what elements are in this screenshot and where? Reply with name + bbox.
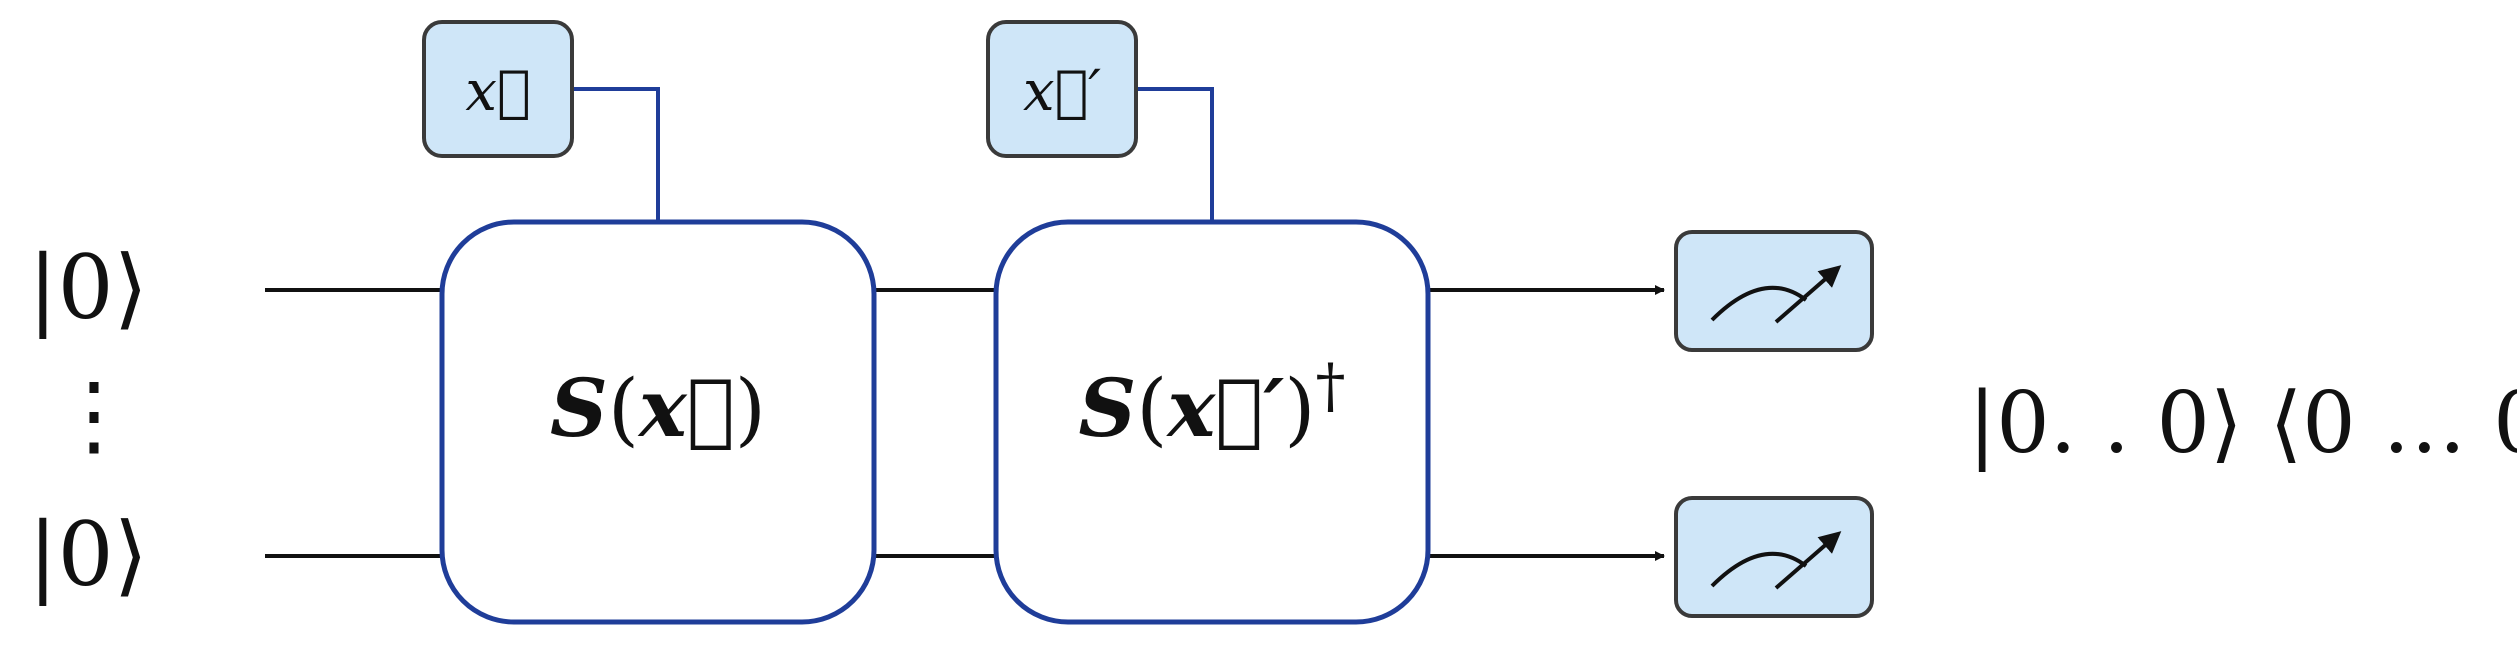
param-box-first (422, 20, 574, 158)
param-link-second (1133, 87, 1214, 222)
param-link-first (570, 87, 660, 222)
measurement-bottom (1674, 496, 1874, 618)
param-label-first: x⃗ (465, 59, 530, 124)
meter-icon (1710, 285, 1808, 322)
inverse-encoding-gate-label: S(x⃗′)† (1078, 351, 1345, 455)
meter-needle-icon (1774, 531, 1842, 590)
meter-needle-icon (1774, 265, 1842, 324)
input-state-bottom: |0⟩ (28, 503, 148, 606)
meter-icon (1710, 551, 1808, 588)
encoding-gate-label: S(x⃗) (550, 361, 766, 455)
projector-label: |0. . 0⟩ ⟨0 … 0| (1968, 374, 2517, 472)
encoding-gate (439, 219, 877, 625)
input-state-top: |0⟩ (28, 236, 148, 339)
measurement-top (1674, 230, 1874, 352)
inverse-encoding-gate (993, 219, 1431, 625)
param-label-second: x⃗′ (1023, 59, 1101, 124)
param-box-second (986, 20, 1138, 158)
vertical-ellipsis: ⋮ (50, 363, 138, 466)
